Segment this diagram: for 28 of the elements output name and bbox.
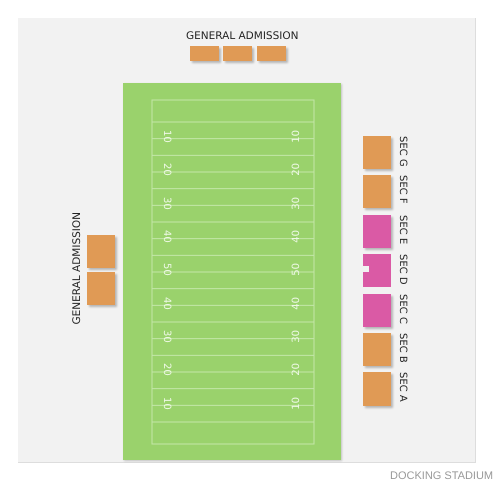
yard-number: 30 [291, 196, 302, 210]
area-label: GENERAL ADMISSION [71, 212, 83, 324]
yard-number: 30 [291, 330, 302, 343]
section-label: SEC C [397, 294, 408, 324]
yard-number: 40 [161, 230, 172, 243]
yard-number: 10 [291, 130, 302, 143]
yard-number: 10 [161, 130, 172, 143]
yard-number: 20 [161, 163, 172, 176]
yard-number: 50 [291, 263, 302, 276]
section-label: SEC E [397, 215, 408, 244]
yard-number: 20 [291, 163, 302, 176]
yard-number: 10 [161, 396, 172, 410]
yard-number: 30 [161, 330, 172, 343]
yard-number: 40 [161, 296, 172, 310]
section-label: SEC F [397, 175, 408, 204]
yard-number: 40 [291, 296, 302, 310]
venue-name: DOCKING STADIUM [390, 470, 494, 482]
section-label: SEC A [397, 372, 408, 402]
yard-number: 10 [291, 396, 302, 410]
yard-number: 20 [161, 363, 172, 376]
yard-number: 40 [291, 230, 302, 243]
section-label: SEC G [397, 136, 408, 167]
yard-number: 50 [161, 263, 172, 276]
section-label: SEC B [397, 333, 408, 363]
yard-number: 30 [161, 196, 172, 210]
area-label: GENERAL ADMISSION [186, 30, 298, 42]
yard-number: 20 [291, 363, 302, 376]
section-label: SEC D [397, 254, 408, 285]
